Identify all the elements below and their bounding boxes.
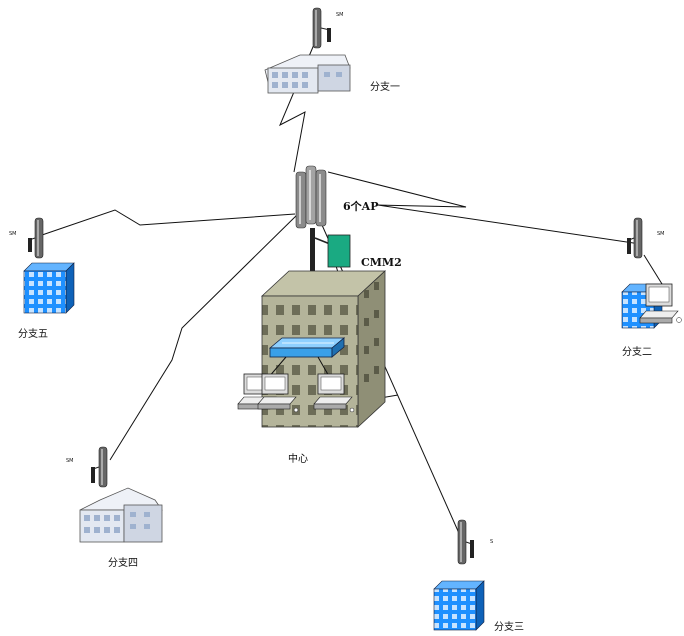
branch1-sm-antenna-icon (312, 7, 331, 49)
branch3-sm-label: S (490, 539, 493, 545)
branch5-building (23, 262, 75, 314)
ap-cluster-icon (295, 165, 331, 273)
link-branch2 (327, 171, 641, 245)
branch2-sm-antenna-icon (627, 217, 643, 259)
branch3-label: 分支三 (494, 621, 524, 633)
link-branch4 (109, 211, 301, 461)
branch1-building (264, 54, 351, 94)
branch1-sm-label: SM (336, 12, 344, 18)
branch3-sm-antenna-icon (457, 519, 474, 565)
branch5-label: 分支五 (18, 328, 48, 340)
network-switch-icon (268, 337, 346, 358)
branch5-sm-antenna-icon (28, 217, 44, 259)
branch4-sm-antenna-icon (91, 446, 108, 488)
ap-label: 6个AP (343, 199, 378, 213)
branch4-label: 分支四 (108, 557, 138, 569)
branch4-sm-label: SM (66, 458, 74, 464)
branch4-building (79, 487, 163, 543)
branch2-computer-icon (639, 283, 682, 324)
branch1-label: 分支一 (370, 81, 400, 93)
cmm-label: CMM2 (361, 256, 402, 269)
cmm-box (327, 234, 351, 268)
branch3-building (433, 580, 485, 631)
branch2-label: 分支二 (622, 346, 652, 358)
computer-3-icon (313, 373, 355, 413)
branch5-sm-label: SM (9, 231, 17, 237)
center-label: 中心 (288, 452, 308, 465)
computer-2-icon (257, 373, 299, 413)
link-branch5 (41, 209, 296, 236)
center-building (260, 270, 387, 428)
branch2-sm-label: SM (657, 231, 665, 237)
